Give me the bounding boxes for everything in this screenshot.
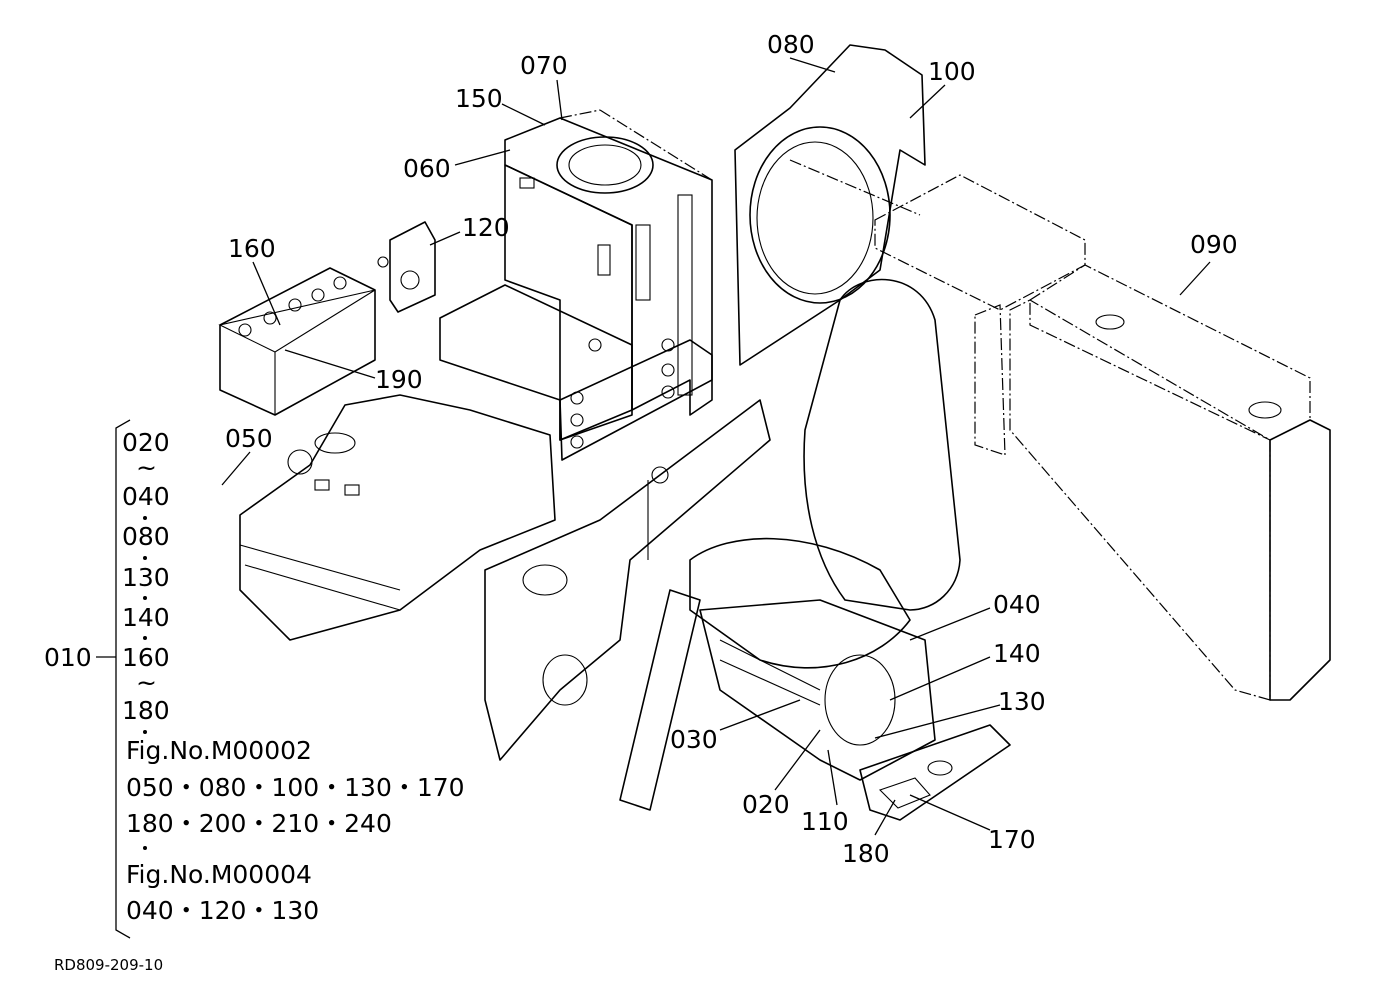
callout-140: 140: [993, 639, 1041, 668]
legend-fig-1: Fig.No.M00002: [126, 736, 312, 765]
callout-150: 150: [455, 84, 503, 113]
bracket-plate: [377, 221, 436, 313]
legend-tilde-2: ~: [136, 668, 157, 697]
legend-dot: [143, 846, 147, 850]
legend-dot: [143, 596, 147, 600]
callout-100: 100: [928, 57, 976, 86]
callout-080: 080: [767, 30, 815, 59]
callout-160: 160: [228, 234, 276, 263]
legend-row-5: 140: [122, 603, 170, 632]
floor-plate: [484, 399, 1011, 821]
callout-170: 170: [988, 825, 1036, 854]
right-console: [699, 599, 936, 781]
legend-dot: [143, 556, 147, 560]
left-console: [239, 394, 556, 641]
callout-090: 090: [1190, 230, 1238, 259]
legend-assembly-number: 010: [44, 643, 92, 672]
legend-row-4: 130: [122, 563, 170, 592]
legend-row-6: 160: [122, 643, 170, 672]
legend-row-2: 040: [122, 482, 170, 511]
drawing-code: RD809-209-10: [54, 956, 163, 974]
battery: [218, 267, 376, 416]
tank-lower-body: [439, 284, 713, 461]
callout-110: 110: [801, 807, 849, 836]
callout-130: 130: [998, 687, 1046, 716]
callout-040: 040: [993, 590, 1041, 619]
legend-fig-2-parts: 040・120・130: [126, 896, 319, 925]
callout-060: 060: [403, 154, 451, 183]
legend-fig-1-parts-a: 050・080・100・130・170: [126, 773, 465, 802]
right-side-cover: [874, 174, 1331, 701]
callout-020: 020: [742, 790, 790, 819]
callout-050: 050: [225, 424, 273, 453]
operator-seat: [689, 278, 961, 669]
fuel-tank: [504, 109, 713, 441]
callout-030: 030: [670, 725, 718, 754]
assembly-legend: 010 020 ~ 040 080 130 140 160 ~ 180 Fig.…: [44, 419, 465, 939]
fan-shroud: [734, 44, 926, 366]
legend-dot: [143, 516, 147, 520]
callout-labels: 070 080 100 150 060 120 160 090 190 050 …: [225, 30, 1238, 868]
legend-fig-2: Fig.No.M00004: [126, 860, 312, 889]
callout-190: 190: [375, 365, 423, 394]
callout-070: 070: [520, 51, 568, 80]
legend-row-7: 180: [122, 696, 170, 725]
legend-row-3: 080: [122, 522, 170, 551]
leader-lines: [221, 57, 1211, 836]
legend-dot: [143, 636, 147, 640]
legend-dot: [143, 730, 147, 734]
legend-fig-1-parts-b: 180・200・210・240: [126, 809, 392, 838]
callout-180: 180: [842, 839, 890, 868]
legend-row-1: 020: [122, 428, 170, 457]
callout-120: 120: [462, 213, 510, 242]
legend-tilde-1: ~: [136, 453, 157, 482]
